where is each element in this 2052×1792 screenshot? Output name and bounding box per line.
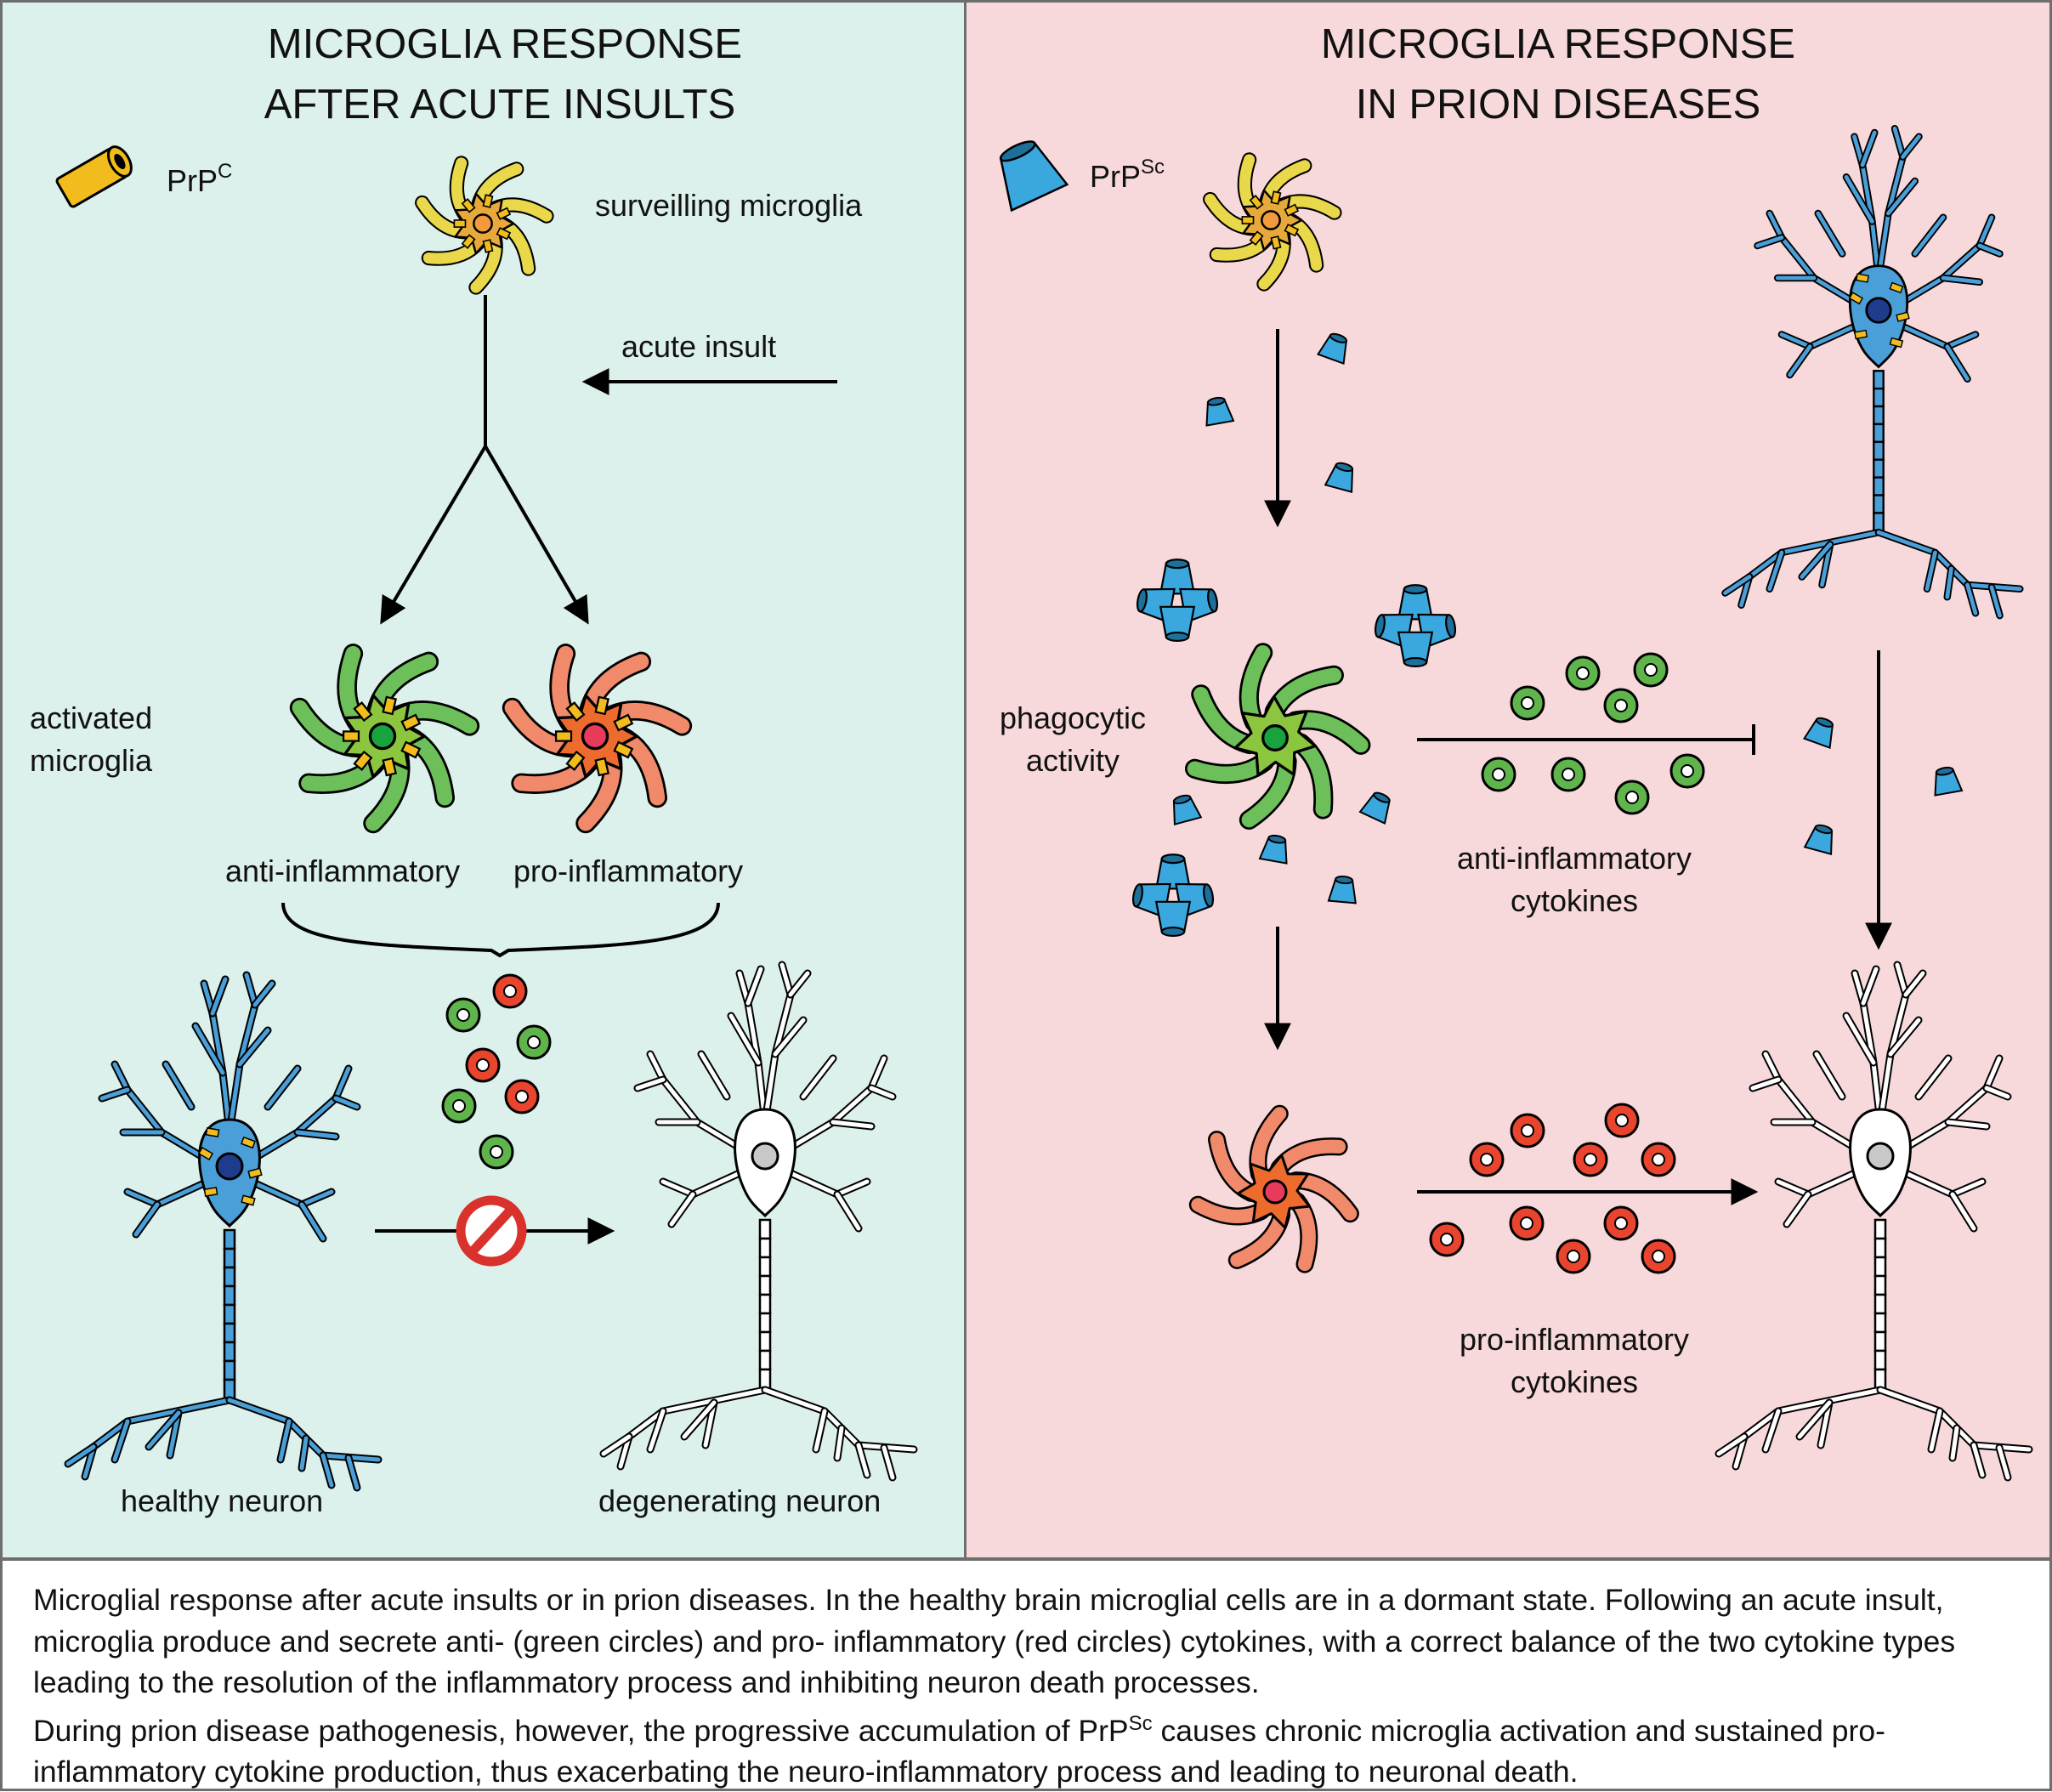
- caption-paragraph-2: During prion disease pathogenesis, howev…: [33, 1704, 2024, 1792]
- phagocytic-label-line1: phagocytic: [1000, 700, 1146, 735]
- phagocytic-label-line2: activity: [1026, 743, 1120, 778]
- diagram-canvas: MICROGLIA RESPONSE AFTER ACUTE INSULTS P…: [0, 0, 2052, 1558]
- anti-cytokine-5: [1552, 758, 1584, 791]
- left-cytokine-2: [518, 1026, 550, 1058]
- pro-cytokine-5: [1431, 1223, 1463, 1256]
- prpsc-label-sup: Sc: [1141, 156, 1165, 179]
- anti-cytokine-7: [1671, 755, 1703, 787]
- right-title-line1: MICROGLIA RESPONSE: [1321, 21, 1795, 67]
- anti-cytokine-4: [1482, 758, 1515, 791]
- caption-sup: Sc: [1129, 1712, 1153, 1735]
- activated-label-line2: microglia: [30, 743, 153, 778]
- left-cytokine-5: [443, 1090, 475, 1122]
- left-cytokine-6: [480, 1136, 513, 1168]
- healthy-neuron-label: healthy neuron: [121, 1483, 323, 1518]
- anti-cytokines-label-line2: cytokines: [1511, 883, 1638, 918]
- left-title-line1: MICROGLIA RESPONSE: [268, 21, 742, 67]
- anti-cytokines-label-line1: anti-inflammatory: [1457, 841, 1692, 876]
- prpc-label-sup: C: [218, 160, 232, 183]
- pro-cytokines-label-line1: pro-inflammatory: [1460, 1322, 1689, 1357]
- anti-cytokine-1: [1635, 654, 1667, 686]
- pro-cytokine-0: [1511, 1114, 1544, 1147]
- pro-cytokines-label-line2: cytokines: [1511, 1364, 1638, 1399]
- pro-cytokine-2: [1471, 1143, 1503, 1176]
- pro-cytokine-3: [1574, 1143, 1607, 1176]
- anti-inflammatory-label: anti-inflammatory: [225, 853, 460, 888]
- anti-cytokine-0: [1567, 657, 1599, 689]
- figure-caption: Microglial response after acute insults …: [0, 1558, 2052, 1791]
- prohibition-icon: [461, 1200, 522, 1262]
- anti-cytokine-6: [1616, 781, 1648, 814]
- acute-insult-label: acute insult: [621, 329, 776, 364]
- pro-cytokine-8: [1605, 1207, 1637, 1239]
- left-cytokine-4: [506, 1080, 538, 1113]
- pro-inflammatory-label: pro-inflammatory: [513, 853, 743, 888]
- caption-paragraph-1: Microglial response after acute insults …: [33, 1579, 2024, 1704]
- left-cytokine-3: [467, 1049, 499, 1081]
- activated-label-line1: activated: [30, 700, 152, 735]
- pro-cytokine-6: [1511, 1207, 1543, 1239]
- degenerating-neuron-label: degenerating neuron: [598, 1483, 881, 1518]
- left-cytokine-1: [447, 999, 479, 1031]
- anti-cytokine-3: [1605, 689, 1637, 722]
- anti-cytokine-2: [1511, 687, 1544, 719]
- right-title-line2: IN PRION DISEASES: [1356, 82, 1761, 128]
- left-title-line2: AFTER ACUTE INSULTS: [264, 82, 736, 128]
- pro-cytokine-4: [1642, 1143, 1675, 1176]
- surveilling-label: surveilling microglia: [595, 188, 863, 223]
- pro-cytokine-9: [1642, 1240, 1675, 1273]
- pro-cytokine-1: [1606, 1104, 1638, 1137]
- left-cytokine-0: [494, 975, 526, 1007]
- pro-cytokine-7: [1557, 1240, 1590, 1273]
